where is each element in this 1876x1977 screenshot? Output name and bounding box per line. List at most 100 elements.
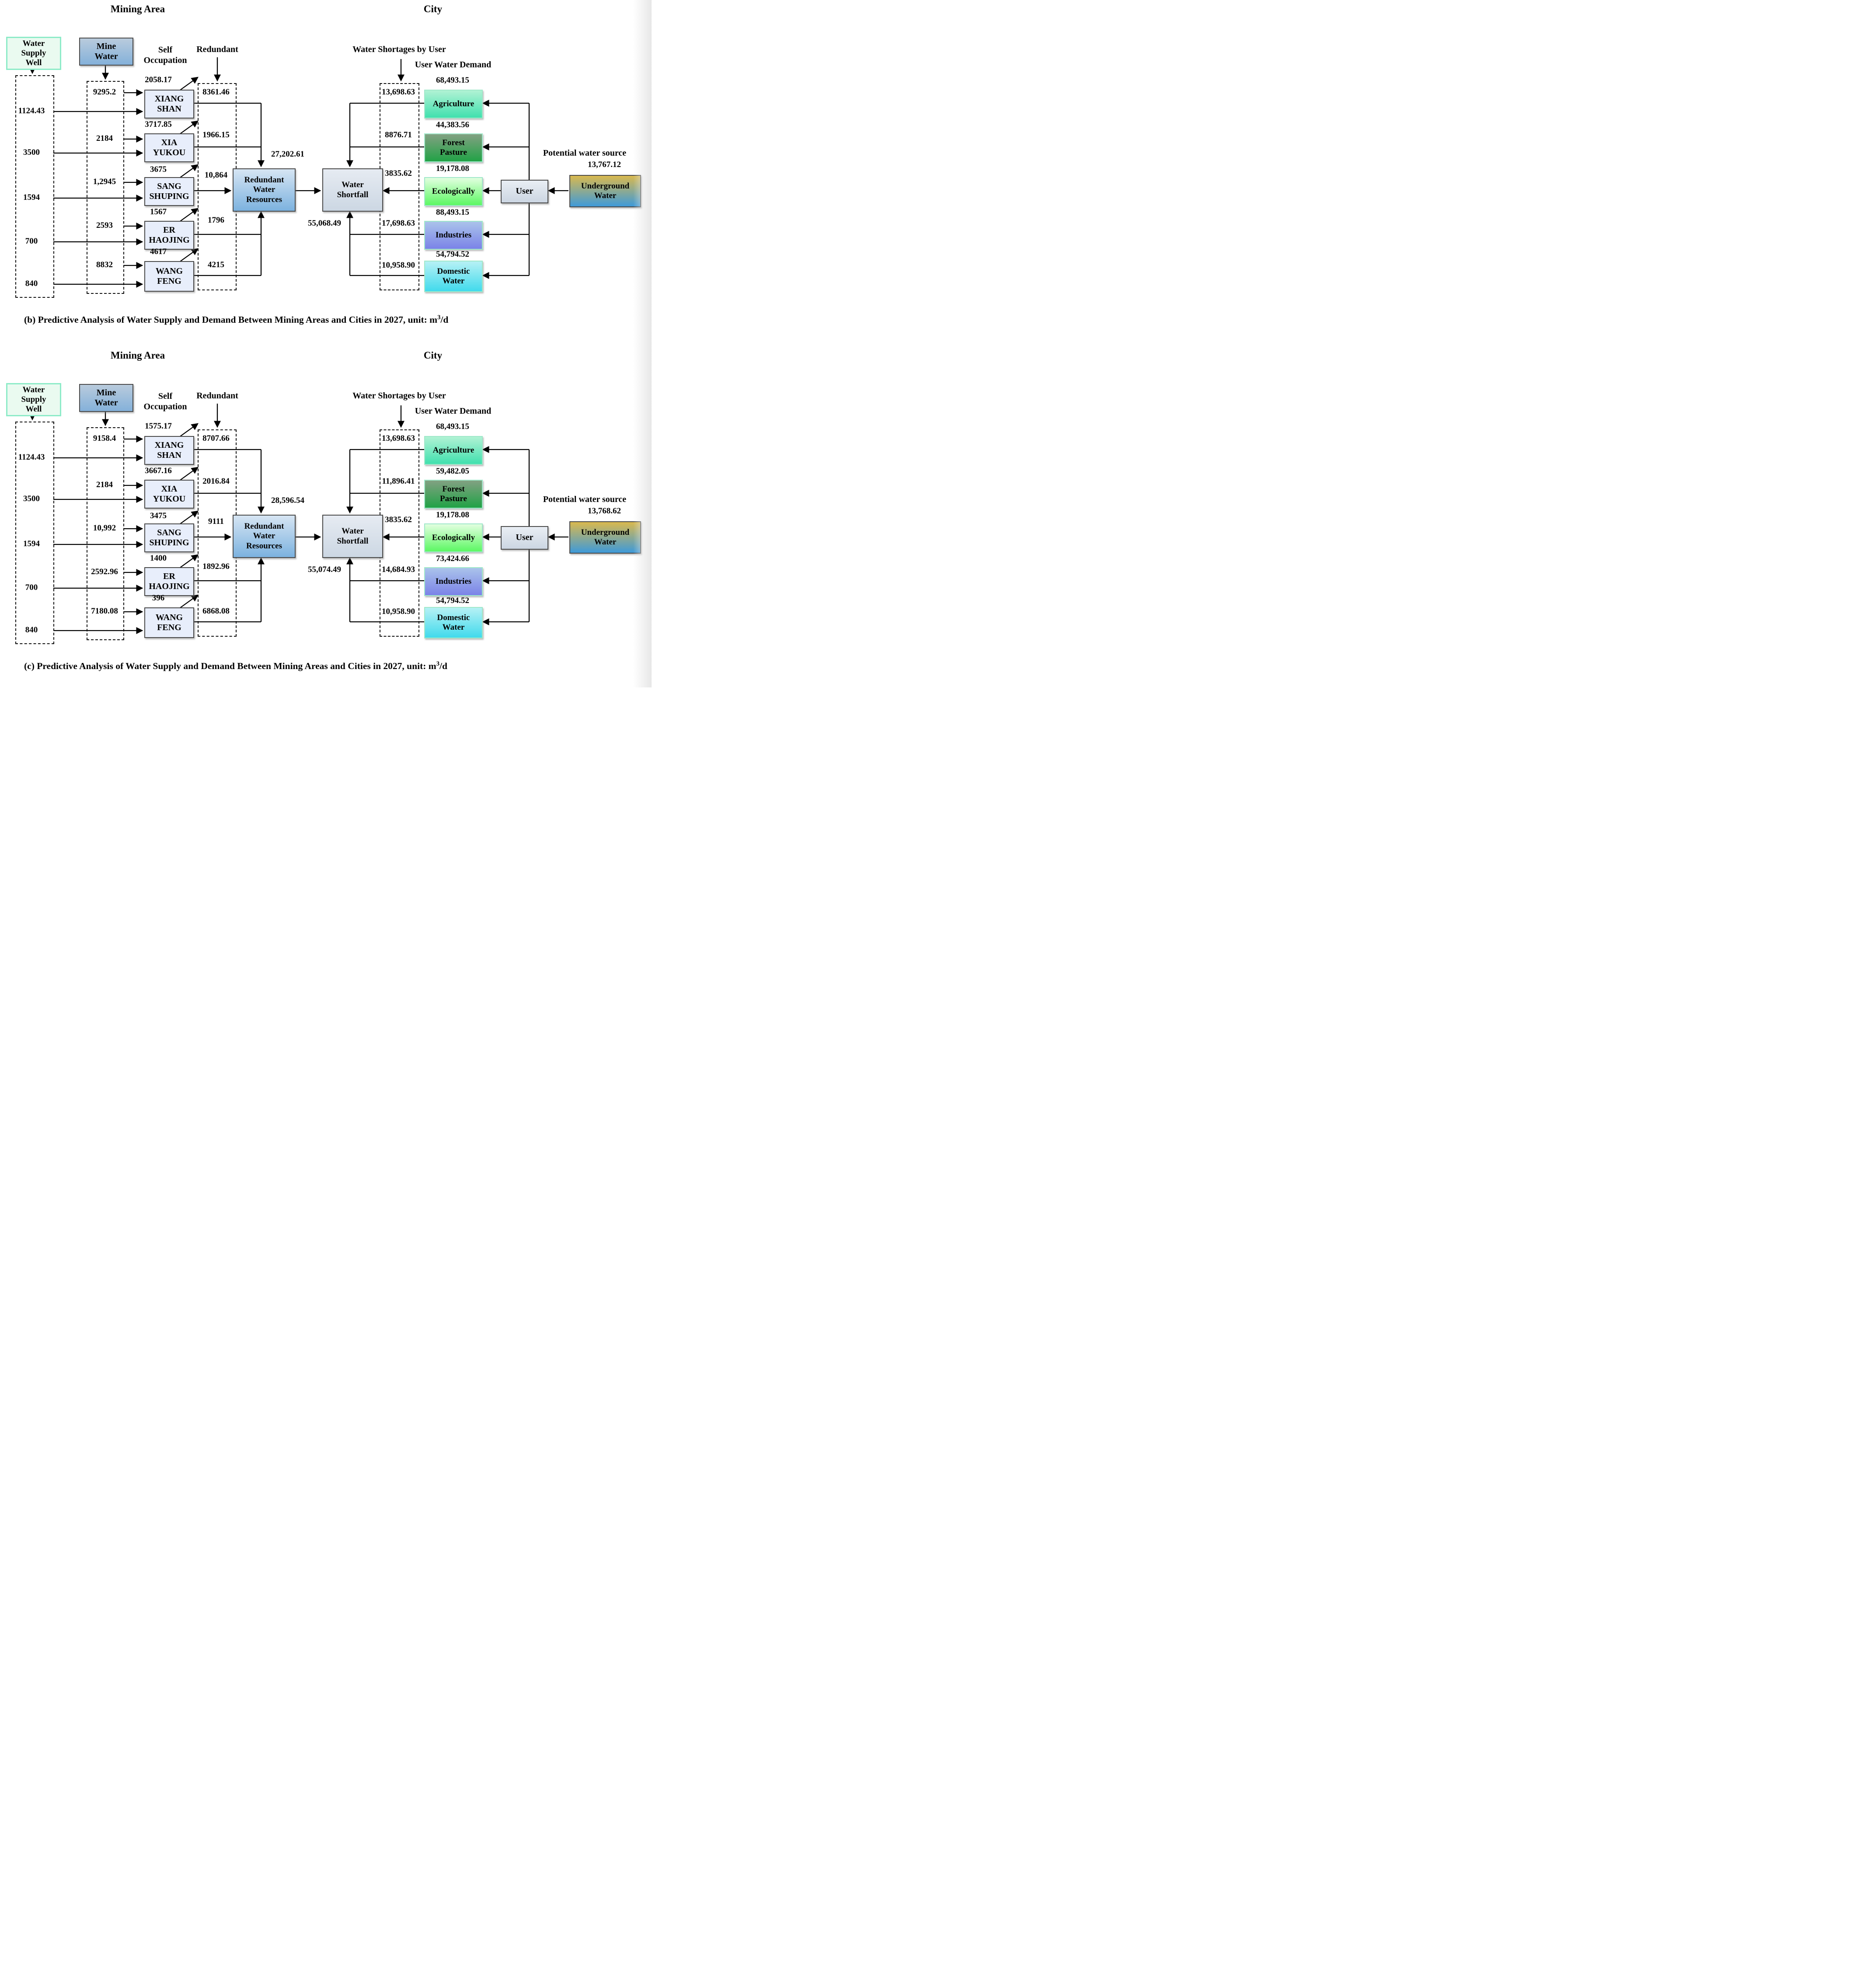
mine-water-value: 10,992 [93, 523, 116, 533]
water-shortages-label: Water Shortages by User [352, 391, 446, 401]
redundant-value: 10,864 [204, 171, 228, 180]
potential-water-source-label: Potential water source [543, 495, 627, 504]
redundant-label: Redundant [196, 391, 238, 401]
redundant-value: 1966.15 [202, 130, 230, 139]
redundant-value: 8707.66 [202, 434, 230, 443]
mine-box-wang-feng-label: FENG [157, 623, 181, 632]
user-shortage-value: 17,698.63 [382, 219, 415, 228]
connector-lines-c [28, 404, 568, 635]
user-demand-value: 54,794.52 [436, 596, 469, 605]
user-box-domestic-water-label: Water [442, 623, 465, 632]
user-shortage-value: 13,698.63 [382, 87, 415, 97]
user-box-domestic-water-label: Domestic [437, 613, 470, 622]
caption-unit-exponent: 3 [436, 660, 439, 667]
redundant-label: Redundant [196, 45, 238, 54]
user-shortage-value: 10,958.90 [382, 607, 415, 616]
mining-area-title: Mining Area [110, 350, 165, 361]
caption-text: (b) Predictive Analysis of Water Supply … [24, 314, 438, 325]
user-water-demand-label: User Water Demand [415, 406, 492, 416]
user-box-agriculture: Agriculture [424, 436, 483, 465]
user-demand-value: 59,482.05 [436, 467, 469, 476]
mine-water-value: 1,2945 [93, 177, 116, 186]
well-supply-value: 1594 [23, 539, 40, 548]
mine-box-er-haojing-label: HAOJING [149, 582, 190, 591]
well-supply-value: 840 [25, 625, 38, 635]
user-box-forest-pasture-label: Pasture [440, 148, 467, 157]
user-shortage-value: 11,896.41 [382, 477, 415, 486]
well-supply-value: 3500 [23, 494, 40, 503]
user-box-industries: Industries [424, 221, 483, 250]
redundant-value: 9111 [208, 517, 224, 526]
mine-box-xiang-shan-label: XIANG [154, 94, 184, 104]
self-occupation-label-line: Self [158, 391, 173, 401]
redundant-total-value: 27,202.61 [271, 150, 304, 159]
mine-box-wang-feng-label: WANG [155, 266, 183, 276]
mine-box-xiang-shan-label: SHAN [157, 104, 181, 114]
redundant-water-resources-box-label: Resources [246, 541, 282, 551]
well-supply-value: 1594 [23, 193, 40, 202]
self-occupation-value: 2058.17 [145, 75, 172, 84]
redundant-water-resources-box-label: Water [253, 185, 275, 195]
redundant-dashed-box [198, 429, 237, 637]
self-occupation-label-line: Occupation [143, 56, 187, 66]
user-box-domestic-water-label: Domestic [437, 266, 470, 276]
mine-box-xia-yukou-label: YUKOU [153, 494, 186, 504]
potential-source-value: 13,767.12 [588, 160, 621, 169]
water-shortfall-box-label: Water [342, 527, 364, 536]
user-shortage-value: 3835.62 [385, 169, 412, 178]
mine-water-value: 2184 [96, 134, 113, 143]
mine-box-xia-yukou-label: XIA [161, 137, 178, 147]
well-supply-value: 3500 [23, 148, 40, 157]
mine-box-xiang-shan-label: SHAN [157, 450, 181, 460]
underground-water-box-label: Water [594, 537, 617, 547]
mine-box-er-haojing-label: ER [163, 225, 175, 235]
well-supply-value: 700 [25, 583, 38, 592]
figure-caption-c: (c) Predictive Analysis of Water Supply … [24, 660, 447, 672]
redundant-dashed-box [198, 83, 237, 290]
redundant-water-resources-box-label: Water [253, 531, 275, 541]
caption-unit-exponent: 3 [437, 314, 441, 321]
user-box-ecologically-label: Ecologically [432, 186, 475, 196]
user-box-domestic-water-label: Water [442, 276, 465, 286]
user-demand-value: 19,178.08 [436, 164, 469, 173]
connector-lines-b [28, 57, 568, 288]
redundant-water-resources-box-label: Resources [246, 195, 282, 204]
self-occupation-value: 3717.85 [145, 120, 172, 129]
self-occupation-label-line: Self [158, 45, 173, 55]
caption-text: (c) Predictive Analysis of Water Supply … [24, 661, 436, 672]
redundant-value: 6868.08 [202, 607, 230, 616]
redundant-value: 1892.96 [202, 562, 230, 571]
redundant-value: 4215 [208, 260, 224, 269]
user-hub-label: User [516, 186, 534, 196]
user-shortage-value: 10,958.90 [382, 261, 415, 270]
user-demand-value: 44,383.56 [436, 120, 469, 129]
redundant-water-resources-box-label: Redundant [244, 175, 284, 185]
user-water-demand-label: User Water Demand [415, 60, 492, 70]
user-shortage-value: 14,684.93 [382, 565, 415, 574]
shortfall-total-value: 55,074.49 [308, 565, 341, 574]
potential-source-value: 13,768.62 [588, 506, 621, 516]
self-occupation-value: 1575.17 [145, 422, 172, 431]
water-supply-well-box-label: Supply [21, 48, 46, 58]
mine-water-box-label: Water [94, 52, 118, 61]
redundant-value: 8361.46 [202, 87, 230, 97]
mine-box-er-haojing-label: HAOJING [149, 235, 190, 245]
self-occupation-value: 3475 [150, 511, 167, 520]
water-supply-well-box-label: Water [22, 385, 45, 394]
